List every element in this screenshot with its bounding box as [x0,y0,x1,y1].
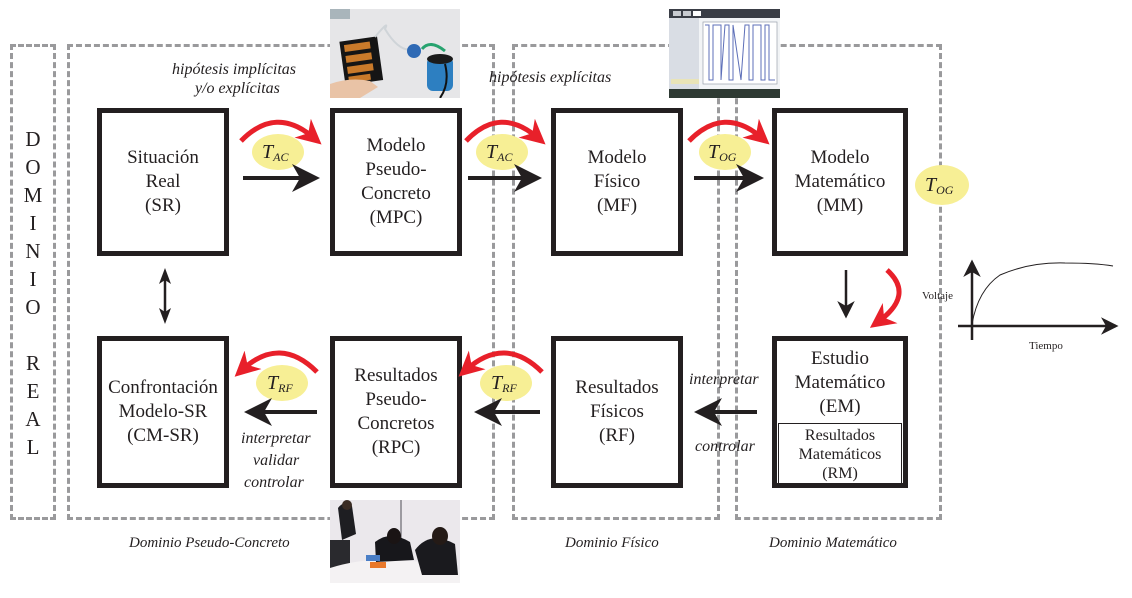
graph-y-label: Voltaje [922,290,953,302]
t-ac-1-ellipse [252,134,304,170]
rm-line-3: (RM) [822,465,858,482]
domain-real-letter: E [26,379,40,403]
t-og-2-ellipse [915,165,969,205]
em-line-3: (EM) [819,396,861,417]
box-line: Físicos [590,401,644,422]
domain-pseudo-concrete-label: Dominio Pseudo-Concreto [129,535,290,551]
circuit-photo [330,9,460,98]
graph-charging-curve [971,262,1114,325]
box-line: Matemático [794,171,886,192]
box-line: (MF) [596,195,638,216]
domain-real-letter: I [29,211,37,235]
t-rf-1-label: TRF [267,372,293,395]
domain-pseudo-concrete-frame [67,44,495,520]
domain-real-letter: A [25,407,41,431]
t-rf-2-label: TRF [491,372,517,395]
domain-physical-label: Dominio Físico [565,535,659,551]
box-estudio-matematico[interactable]: Estudio Matemático (EM) Resultados Matem… [772,336,908,488]
box-line: Modelo [810,147,870,168]
control-label-left: controlar [244,474,304,491]
box-line: (SR) [145,195,181,216]
box-line: Resultados [575,377,659,398]
domain-real-letter: N [25,239,41,263]
transition-arrow-ac-2 [464,118,546,145]
transition-arrow-og-1 [687,118,770,145]
implicit-hypotheses-line1: hipótesis implícitas [172,61,296,78]
t-rf-2-ellipse [480,365,532,401]
t-rf-1-ellipse [256,365,308,401]
arrow-sr-cmsr-bidirectional [159,268,171,324]
transition-arrow-rf-2 [458,350,544,377]
rm-line-2: Matemáticos [798,446,882,463]
box-line: Concreto [361,183,431,204]
transition-arrow-og-2 [869,268,902,328]
box-line: Modelo [366,135,426,156]
t-ac-1-label: TAC [262,141,289,164]
t-ac-2-label: TAC [486,141,513,164]
interpret-label-right: interpretar [689,371,759,388]
box-line: Modelo [587,147,647,168]
box-resultados-matematicos[interactable]: Resultados Matemáticos (RM) [778,423,902,486]
box-line: (MM) [816,195,864,216]
domain-real-frame [10,44,56,520]
voltage-time-graph: Voltaje Tiempo [922,259,1119,352]
domain-real-letter: D [25,127,41,151]
domain-real-letter: R [25,351,40,375]
box-line: (RPC) [371,437,421,458]
box-line: Confrontación [108,377,218,398]
box-line: Resultados [354,365,438,386]
graph-x-label: Tiempo [1029,340,1063,352]
validate-label: validar [253,452,300,469]
students-photo [330,500,460,583]
box-line: Físico [593,171,641,192]
interpret-label-left: interpretar [241,430,311,447]
em-line-1: Estudio [810,348,870,369]
transition-arrow-rf-1 [234,350,319,377]
box-line: Modelo-SR [118,401,208,422]
box-line: (RF) [599,425,635,446]
domain-real-letter: I [29,267,37,291]
box-line: Real [145,171,181,192]
domain-real-letter: M [23,183,43,207]
box-line: (CM-SR) [127,425,199,446]
box-line: Situación [127,147,199,168]
domain-mathematical-frame [735,44,942,520]
domain-real-letter: O [25,155,41,179]
domain-physical-frame [512,44,720,520]
box-line: Concretos [357,413,435,434]
t-og-1-ellipse [699,134,751,170]
t-og-1-label: TOG [708,141,737,164]
box-line: Pseudo- [365,389,427,410]
transition-arrow-ac-1 [239,118,322,145]
domain-mathematical-label: Dominio Matemático [769,535,897,551]
explicit-hypotheses: hipótesis explícitas [489,69,612,86]
domain-real-letter: L [26,435,40,459]
rm-line-1: Resultados [804,427,876,444]
implicit-hypotheses-line2: y/o explícitas [195,80,280,97]
box-line: Pseudo- [365,159,427,180]
calculator-screen [669,9,780,98]
box-line: (MPC) [369,207,423,228]
t-og-2-label: TOG [925,174,954,197]
em-line-2: Matemático [794,372,886,393]
domain-real-letter: O [25,295,41,319]
control-label-right: controlar [695,438,755,455]
t-ac-2-ellipse [476,134,528,170]
